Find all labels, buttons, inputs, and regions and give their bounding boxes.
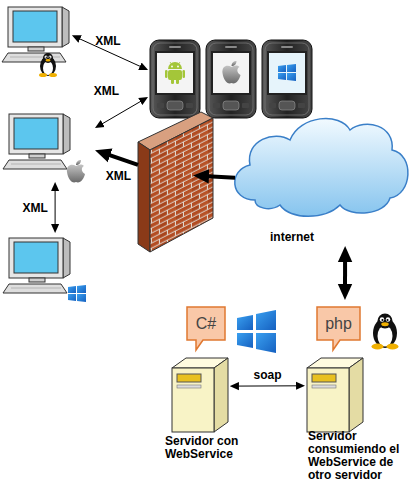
server-symbol: [307, 358, 363, 432]
windows-phone: [262, 40, 312, 118]
tag-text: php: [317, 307, 360, 340]
linux-logo: [39, 53, 57, 77]
computer-node: [0, 2, 72, 66]
thick-arrow: [105, 153, 139, 165]
language-tag: C#: [187, 307, 225, 340]
server-label: Servidor con WebService: [165, 435, 270, 461]
windows-computer: [3, 238, 70, 293]
callout-tag: [187, 307, 225, 350]
edge-label: XML: [95, 34, 120, 48]
computer-node: [0, 108, 95, 182]
server-node: Servidor consumiendo el WebService de ot…: [305, 300, 365, 432]
internet-cloud: [235, 119, 408, 217]
server-label: Servidor consumiendo el WebService de ot…: [308, 430, 408, 482]
phones-node: [148, 38, 316, 120]
edge-label: XML: [22, 201, 47, 215]
server-symbol: [172, 358, 228, 432]
connector-arrow: [55, 187, 56, 228]
edge-label: soap: [253, 368, 281, 382]
apple-phone: [206, 40, 256, 118]
firewall-wall: [138, 112, 213, 252]
computer-node: [0, 233, 95, 305]
windows-logo: [68, 285, 86, 302]
cloud-node: internet: [235, 112, 410, 246]
linux-logo: [372, 314, 399, 350]
tag-text: C#: [187, 307, 225, 340]
server-node: Servidor con WebServiceC#: [165, 303, 230, 435]
windows-logo: [237, 310, 276, 353]
connector-arrow: [99, 100, 143, 126]
language-tag: php: [317, 307, 360, 340]
linux-computer: [2, 7, 69, 62]
connector-arrow: [235, 385, 300, 386]
edge-label: XML: [94, 84, 119, 98]
callout-tag: [317, 307, 360, 350]
android-phone: [150, 40, 200, 118]
apple-logo: [67, 160, 85, 182]
firewall-node: [138, 118, 193, 252]
thick-arrow: [203, 176, 235, 178]
mac-computer: [3, 114, 70, 169]
cloud-label: internet: [261, 230, 323, 244]
edge-label: XML: [106, 169, 131, 183]
thick-arrow: [343, 256, 347, 290]
